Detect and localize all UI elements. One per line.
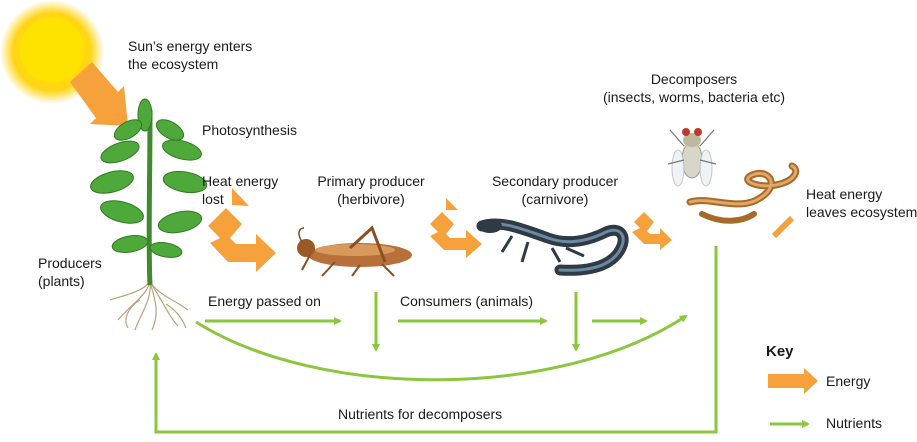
consumers-label: Consumers (animals)	[400, 293, 534, 309]
lizard-icon	[476, 218, 629, 276]
plant-icon	[90, 98, 208, 331]
heat-leaves-arrow	[771, 215, 795, 239]
heat-lost-arrow	[208, 188, 276, 272]
energy-arrow-herbivore	[430, 198, 482, 258]
heat-leaves-label: Heat energy leaves ecosystem	[806, 186, 917, 220]
nutrients-decomposers-label: Nutrients for decomposers	[338, 406, 503, 422]
sun-energy-arrow	[70, 62, 128, 126]
worm-icon	[686, 162, 800, 224]
key-energy-swatch	[768, 368, 818, 394]
key-title: Key	[766, 343, 794, 360]
fly-icon	[667, 128, 717, 187]
key-nutrients-label: Nutrients	[826, 415, 883, 431]
energy-passed-label: Energy passed on	[208, 293, 321, 309]
grasshopper-icon	[297, 225, 412, 277]
secondary-producer-label: Secondary producer (carnivore)	[491, 173, 619, 207]
sun-energy-label: Sun’s energy enters the ecosystem	[128, 38, 253, 72]
primary-producer-label: Primary producer (herbivore)	[317, 173, 425, 207]
producers-label: Producers (plants)	[38, 255, 102, 289]
heat-lost-label: Heat energy lost	[202, 173, 279, 207]
key-energy-label: Energy	[826, 373, 871, 389]
photosynthesis-label: Photosynthesis	[202, 122, 297, 138]
decomposers-label: Decomposers (insects, worms, bacteria et…	[602, 71, 786, 105]
nutrient-arrows	[152, 246, 718, 434]
energy-arrow-carnivore	[632, 212, 672, 250]
